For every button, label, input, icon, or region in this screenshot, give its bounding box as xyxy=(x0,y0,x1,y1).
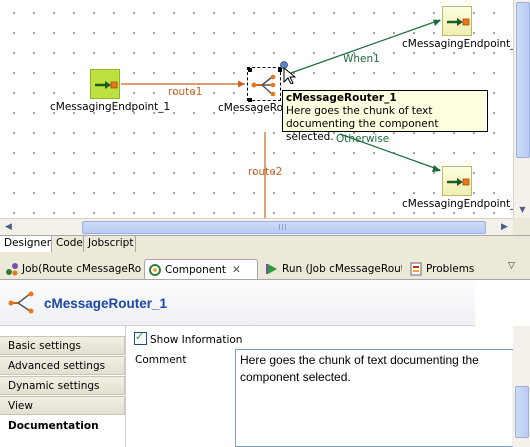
otherwise-arrowhead xyxy=(432,165,441,172)
tab-code[interactable]: Code xyxy=(52,236,84,252)
scroll-thumb[interactable] xyxy=(515,386,529,438)
when1-arrowhead xyxy=(433,19,441,26)
designer-canvas[interactable]: cMessagingEndpoint_1 cMessageRou cMessa xyxy=(0,0,513,218)
route1-arrowhead xyxy=(238,80,245,88)
scroll-left-arrow-icon[interactable]: ◀ xyxy=(5,222,12,232)
component-title: cMessageRouter_1 xyxy=(44,296,168,311)
scroll-right-arrow-icon[interactable]: ▶ xyxy=(501,222,508,232)
side-tab-documentation[interactable]: Documentation xyxy=(0,416,125,435)
route1-label[interactable]: route1 xyxy=(168,86,203,98)
endpoint-icon xyxy=(447,18,470,26)
comment-label: Comment xyxy=(135,354,187,366)
message-router-node[interactable] xyxy=(247,67,282,102)
tab-job-route[interactable]: Job(Route cMessageRo xyxy=(2,259,142,279)
tab-label: Problems xyxy=(426,263,475,275)
endpoint-1-node[interactable] xyxy=(90,69,120,99)
tab-component[interactable]: Component ✕ xyxy=(144,259,258,279)
cursor-pointer-icon xyxy=(280,61,297,84)
view-tab-bar: Job(Route cMessageRo Component ✕ Run (Job… xyxy=(0,258,530,280)
tab-problems[interactable]: Problems xyxy=(406,259,476,279)
side-tab-advanced-settings[interactable]: Advanced settings xyxy=(0,356,125,375)
route-links xyxy=(121,19,441,218)
tab-run-job[interactable]: Run (Job cMessageRout xyxy=(262,259,402,279)
side-tab-dynamic-settings[interactable]: Dynamic settings xyxy=(0,376,125,395)
tooltip-text: Here goes the chunk of text documenting … xyxy=(286,105,439,143)
tab-label: Component xyxy=(165,264,226,276)
component-tooltip: cMessageRouter_1 Here goes the chunk of … xyxy=(282,90,488,143)
tooltip-title: cMessageRouter_1 xyxy=(286,92,397,104)
tab-label: Job(Route cMessageRo xyxy=(22,263,142,275)
component-panel: cMessageRouter_1 Basic settings Advanced… xyxy=(0,280,530,447)
endpoint-2-label: cMessagingEndpoint_2 xyxy=(402,38,513,50)
component-icon xyxy=(149,264,161,276)
scroll-thumb[interactable] xyxy=(82,221,486,234)
otherwise-link xyxy=(339,133,441,171)
editor-tab-bar: Designer Code Jobscript xyxy=(0,235,530,252)
when1-label[interactable]: When1 xyxy=(343,53,380,65)
router-label: cMessageRou xyxy=(218,102,290,114)
scroll-thumb[interactable] xyxy=(516,2,530,158)
side-tab-view[interactable]: View xyxy=(0,396,125,415)
when1-link xyxy=(287,19,441,75)
side-tab-basic-settings[interactable]: Basic settings xyxy=(0,336,125,355)
job-icon xyxy=(6,263,18,276)
canvas-horizontal-scrollbar[interactable]: ◀ ▶ xyxy=(0,218,513,235)
endpoint-3-label: cMessagingEndpoint_3 xyxy=(402,198,513,210)
tab-label: Run (Job cMessageRout xyxy=(282,263,402,275)
view-menu-chevron-icon[interactable]: ▽ xyxy=(508,261,515,271)
component-header: cMessageRouter_1 xyxy=(0,280,475,326)
otherwise-label[interactable]: Otherwise xyxy=(336,133,390,145)
documentation-options: Show Information Comment Here goes the c… xyxy=(125,326,530,447)
router-icon xyxy=(248,68,282,102)
tab-designer[interactable]: Designer xyxy=(0,236,52,252)
problems-icon xyxy=(410,262,422,276)
scroll-down-arrow-icon[interactable]: ▼ xyxy=(519,205,526,214)
checkbox-checked-icon[interactable] xyxy=(134,330,147,345)
scrollbar-corner xyxy=(513,218,530,235)
close-icon[interactable]: ✕ xyxy=(231,264,241,276)
canvas-vertical-scrollbar[interactable]: ▼ xyxy=(513,0,530,218)
panel-vertical-scrollbar[interactable] xyxy=(513,326,530,447)
endpoint-icon xyxy=(95,81,118,89)
run-icon xyxy=(266,264,277,274)
endpoint-2-node[interactable] xyxy=(442,6,472,36)
show-information-label: Show Information xyxy=(150,334,243,346)
endpoint-icon xyxy=(447,178,470,186)
endpoint-1-label: cMessagingEndpoint_1 xyxy=(50,101,171,113)
show-information-checkbox[interactable]: Show Information xyxy=(134,330,243,346)
comment-textarea[interactable]: Here goes the chunk of text documenting … xyxy=(235,349,529,447)
endpoint-3-node[interactable] xyxy=(442,166,472,196)
tab-jobscript[interactable]: Jobscript xyxy=(84,236,136,252)
settings-side-tabs: Basic settings Advanced settings Dynamic… xyxy=(0,336,125,447)
message-router-icon xyxy=(8,291,34,314)
comment-value[interactable]: Here goes the chunk of text documenting … xyxy=(240,353,479,384)
route2-label[interactable]: route2 xyxy=(248,166,283,178)
